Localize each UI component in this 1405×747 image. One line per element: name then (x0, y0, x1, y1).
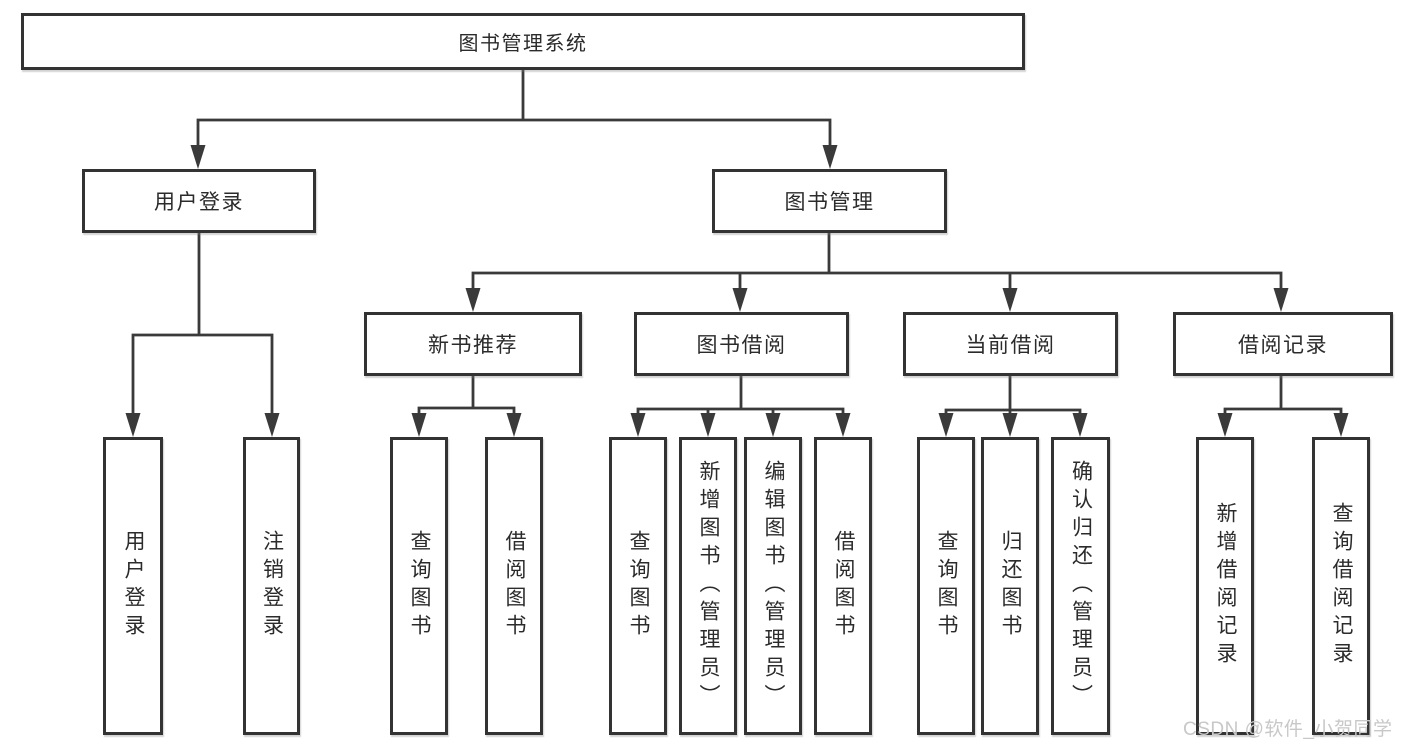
leaf-logout: 注销登录 (243, 437, 300, 735)
connector-user-login-children (125, 232, 280, 437)
leaf-borrow-book: 借阅图书 (814, 437, 872, 735)
leaf-confirm-return-admin: 确认归还（管理员） (1051, 437, 1110, 735)
node-label: 图书管理系统 (458, 33, 588, 55)
connector-current-borrow-children (938, 375, 1088, 437)
node-label: 借阅图书 (832, 530, 855, 642)
node-label: 编辑图书（管理员） (762, 460, 785, 712)
node-label: 借阅图书 (503, 530, 526, 642)
node-label: 查询借阅记录 (1330, 502, 1353, 670)
node-label: 借阅记录 (1238, 334, 1328, 357)
node-label: 确认归还（管理员） (1069, 460, 1093, 712)
connector-borrow-record-children (1217, 375, 1349, 437)
node-borrow-record: 借阅记录 (1173, 312, 1393, 376)
connector-book-borrow-children (630, 375, 851, 437)
connector-new-book-recommend-children (411, 375, 522, 437)
connector-root-to-level2 (190, 69, 838, 169)
node-label: 新增图书（管理员） (697, 460, 720, 712)
node-label: 用户登录 (122, 530, 145, 642)
node-label: 图书借阅 (696, 334, 787, 357)
node-new-book-recommend: 新书推荐 (364, 312, 582, 376)
connector-book-management-children (465, 232, 1289, 312)
node-label: 查询图书 (627, 530, 650, 642)
leaf-current-query-book: 查询图书 (917, 437, 975, 735)
node-library-management-system: 图书管理系统 (21, 13, 1025, 70)
leaf-return-book: 归还图书 (981, 437, 1039, 735)
node-label: 注销登录 (260, 530, 284, 642)
node-book-borrow: 图书借阅 (634, 312, 849, 376)
node-label: 图书管理 (784, 191, 875, 214)
node-current-borrow: 当前借阅 (903, 312, 1118, 376)
watermark: CSDN @软件_小贺同学 (1183, 719, 1393, 740)
node-label: 当前借阅 (965, 334, 1056, 357)
node-label: 新增借阅记录 (1214, 502, 1237, 670)
node-label: 新书推荐 (428, 334, 518, 357)
leaf-edit-book-admin: 编辑图书（管理员） (744, 437, 802, 735)
node-book-management: 图书管理 (712, 169, 947, 233)
node-label: 用户登录 (154, 191, 244, 214)
leaf-recommend-borrow-book: 借阅图书 (485, 437, 543, 735)
node-label: 查询图书 (408, 530, 431, 642)
node-label: 查询图书 (935, 530, 958, 642)
leaf-query-borrow-record: 查询借阅记录 (1312, 437, 1370, 735)
leaf-user-login: 用户登录 (103, 437, 163, 735)
leaf-recommend-query-book: 查询图书 (390, 437, 448, 735)
node-label: 归还图书 (999, 530, 1022, 642)
node-user-login: 用户登录 (82, 169, 316, 233)
leaf-borrow-query-book: 查询图书 (609, 437, 667, 735)
leaf-add-borrow-record: 新增借阅记录 (1196, 437, 1254, 735)
leaf-add-book-admin: 新增图书（管理员） (679, 437, 737, 735)
